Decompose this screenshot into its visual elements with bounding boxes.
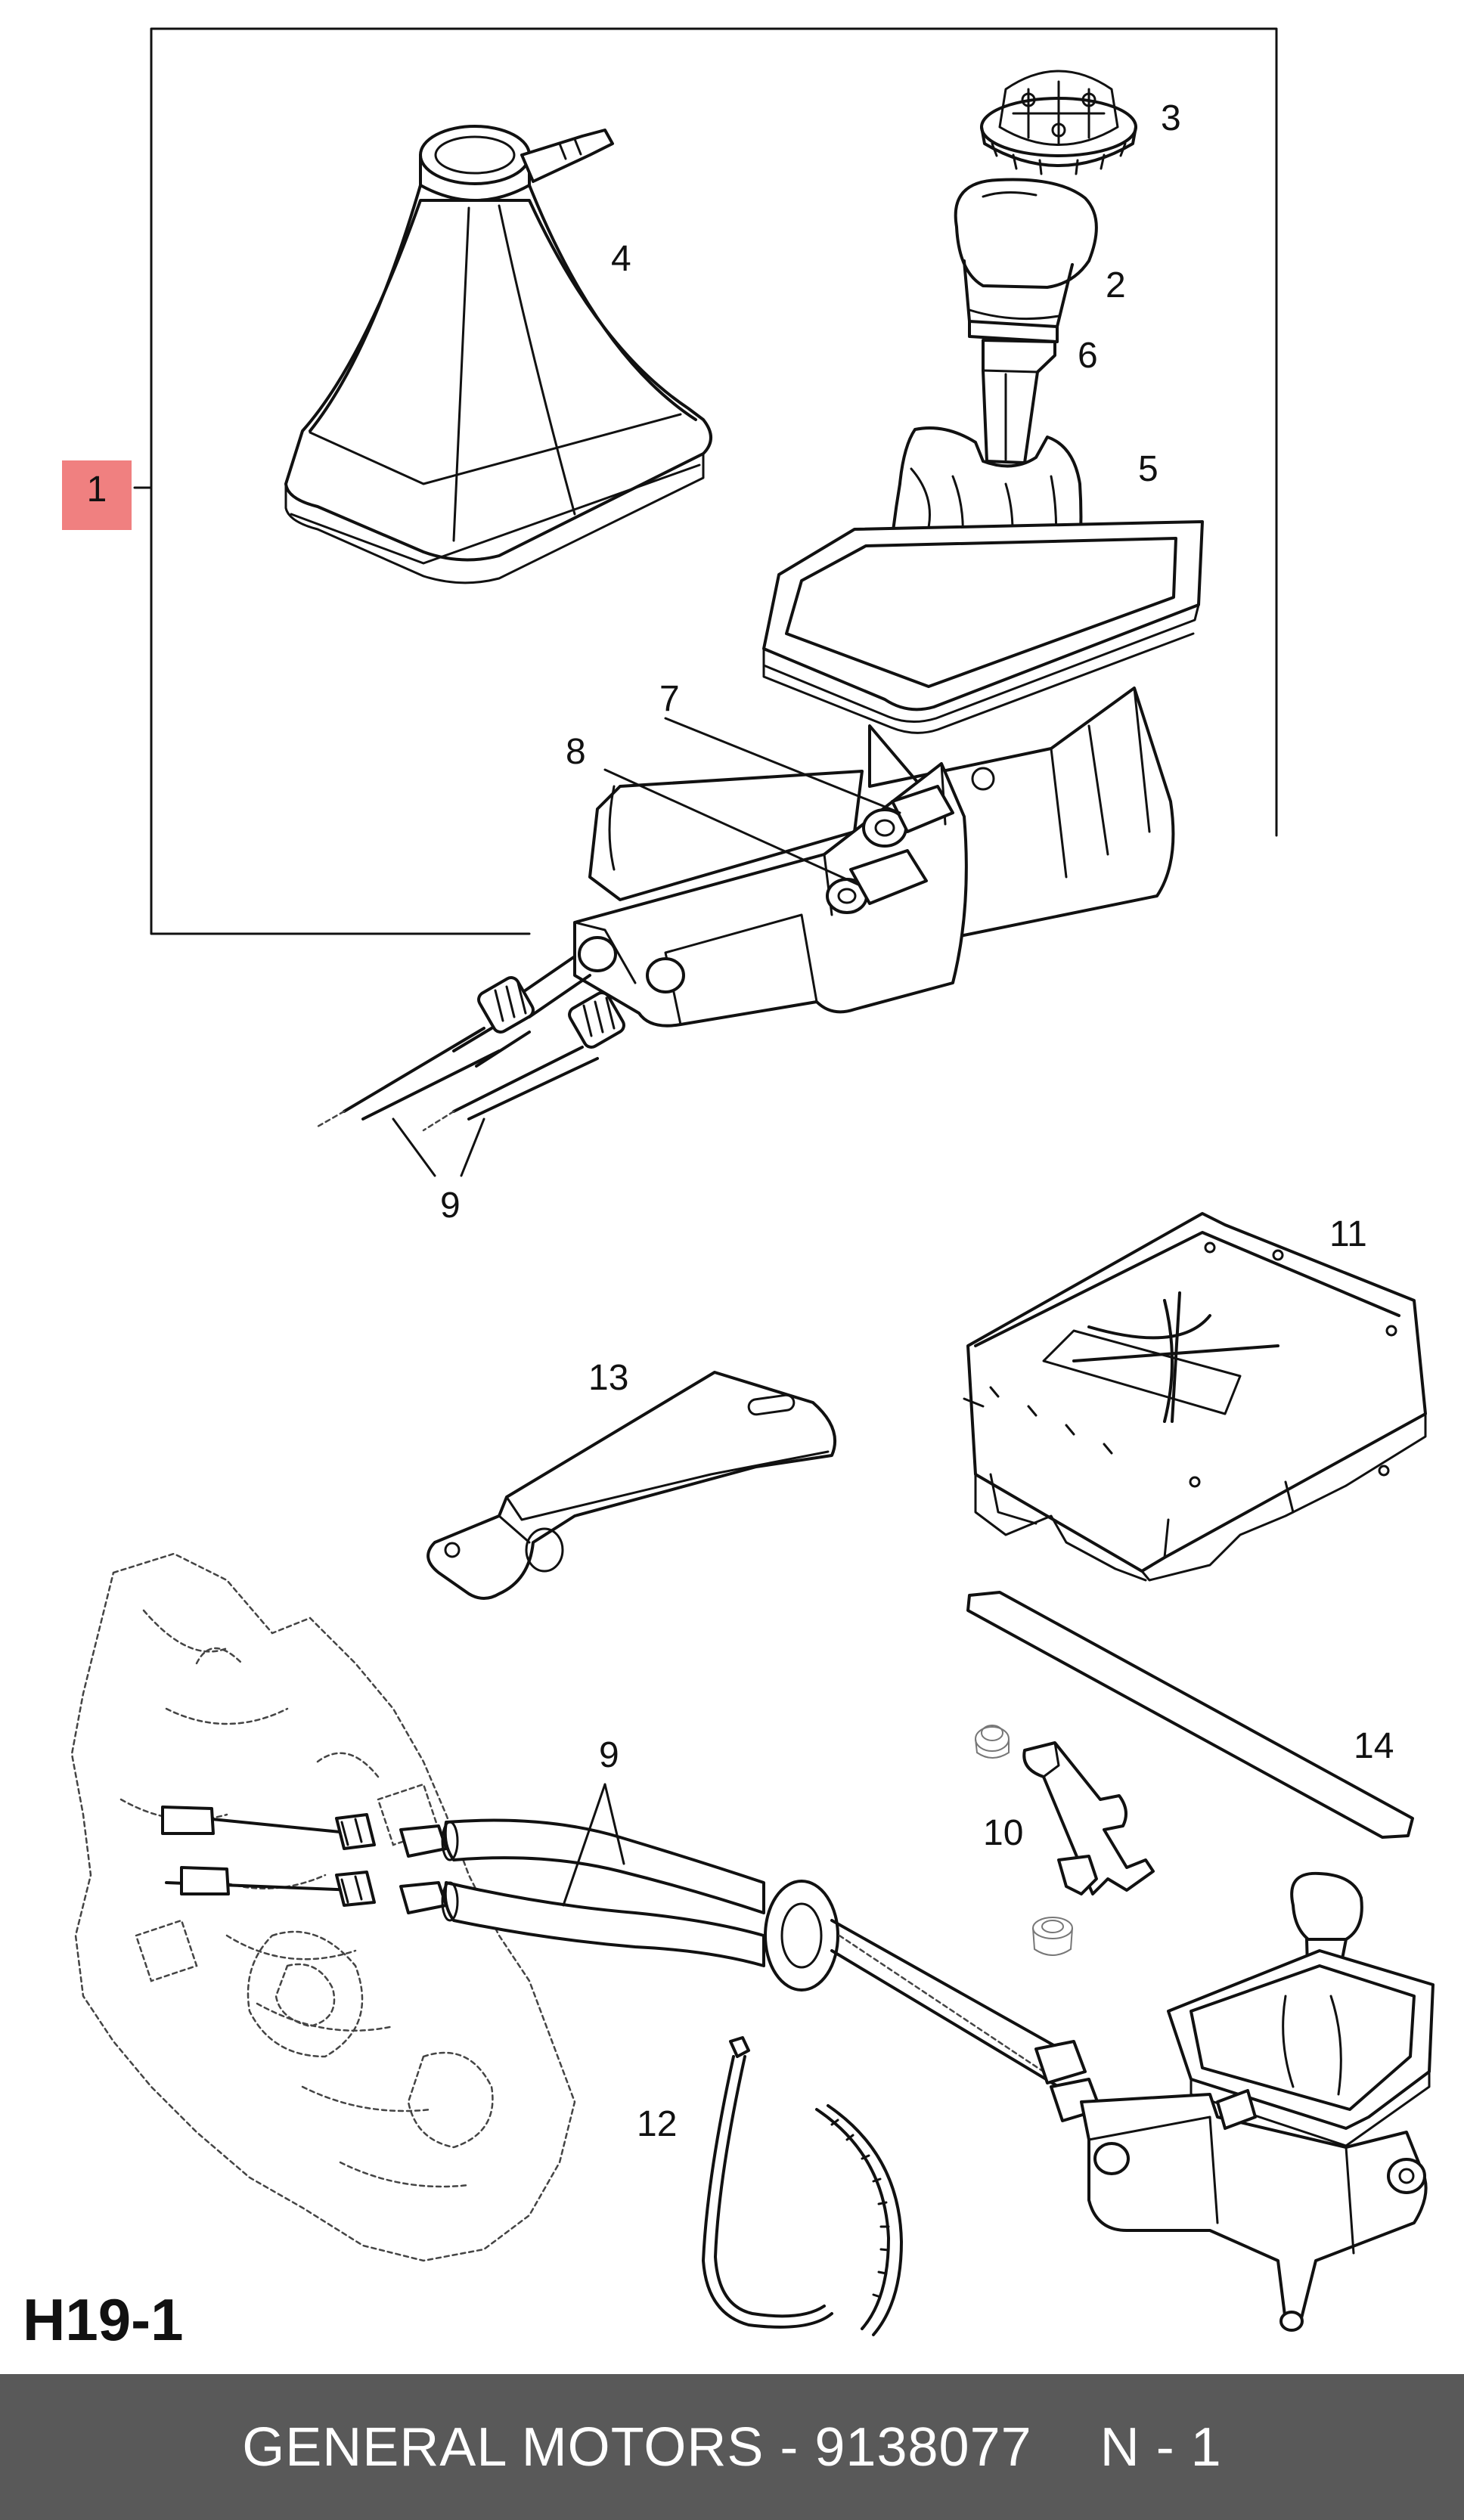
bush-8	[849, 849, 928, 905]
retaining-clip	[1022, 1741, 1155, 1895]
mounting-bracket	[426, 1371, 837, 1600]
clip-bush-lower	[1032, 1917, 1073, 1956]
footer-part-text: GENERAL MOTORS - 9138077	[242, 2416, 1032, 2478]
leader-9-top	[392, 1117, 485, 1177]
callout-3: 3	[1161, 98, 1181, 138]
footer-bar: GENERAL MOTORS - 9138077 N - 1	[0, 2374, 1464, 2520]
callout-12: 12	[637, 2104, 677, 2144]
footer-quantity-text: N - 1	[1100, 2416, 1222, 2478]
boot-surround	[762, 520, 1204, 734]
heat-shield	[963, 1212, 1427, 1582]
bush-7	[891, 785, 954, 833]
gear-knob	[954, 178, 1098, 343]
lever-shaft	[982, 339, 1056, 464]
callout-9-top: 9	[440, 1186, 461, 1226]
callout-2: 2	[1106, 265, 1126, 305]
shifter-housing	[573, 687, 1175, 1028]
callout-7: 7	[659, 679, 680, 719]
insulation-strip	[966, 1591, 1414, 1839]
shift-pattern-cap	[980, 70, 1137, 175]
callout-8: 8	[566, 732, 586, 772]
shift-cables-top	[316, 955, 625, 1132]
group-marker	[62, 460, 132, 530]
sheet-code: H19-1	[23, 2286, 183, 2353]
gearbox-outline	[70, 1552, 576, 2262]
callout-14: 14	[1354, 1726, 1394, 1766]
callout-9-bottom: 9	[599, 1735, 619, 1775]
callout-11: 11	[1329, 1214, 1367, 1254]
group-bracket	[133, 27, 1278, 935]
clip-bush-upper	[975, 1725, 1010, 1759]
callout-1: 1	[87, 470, 107, 510]
callout-5: 5	[1138, 449, 1158, 489]
leader-9-bottom	[562, 1783, 625, 1907]
callout-13: 13	[588, 1358, 628, 1398]
callout-4: 4	[611, 239, 631, 279]
leader-7	[664, 717, 901, 814]
callout-10: 10	[983, 1813, 1023, 1853]
installed-shifter	[1080, 1871, 1435, 2332]
callout-6: 6	[1078, 336, 1098, 376]
gaiter	[284, 125, 712, 584]
shift-cables-bottom	[161, 1806, 1102, 2122]
cable-ties	[702, 2036, 903, 2336]
leader-8	[603, 768, 860, 886]
